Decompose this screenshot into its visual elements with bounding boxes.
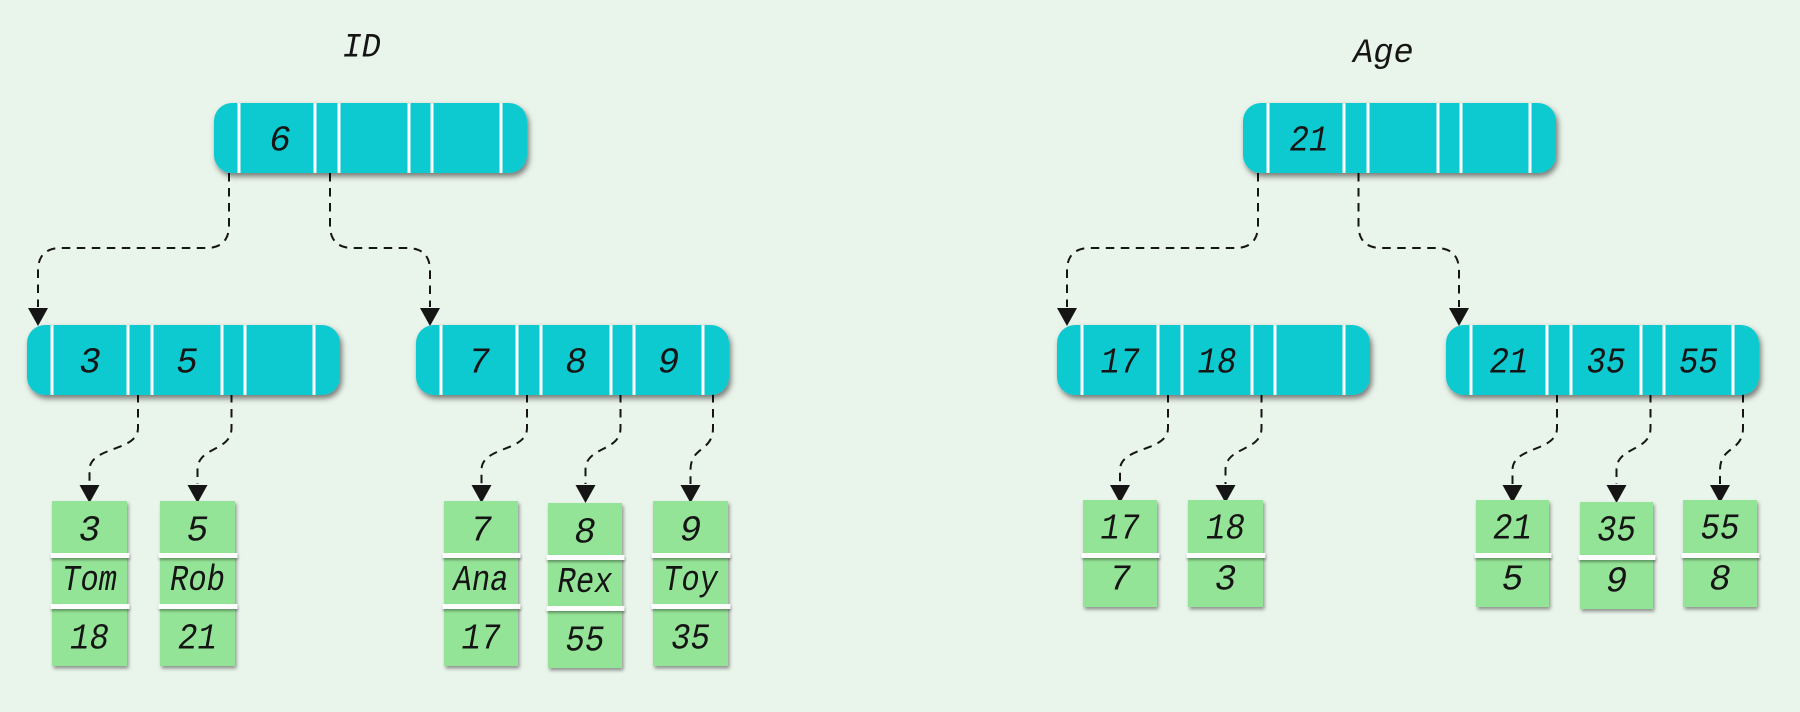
svg-text:9: 9 bbox=[658, 343, 680, 384]
svg-text:3: 3 bbox=[1215, 560, 1237, 601]
svg-text:7: 7 bbox=[468, 343, 490, 384]
svg-text:Rex: Rex bbox=[558, 562, 613, 603]
svg-text:55: 55 bbox=[1679, 343, 1718, 384]
svg-text:Ana: Ana bbox=[452, 560, 509, 601]
svg-text:8: 8 bbox=[1709, 560, 1731, 601]
svg-text:Rob: Rob bbox=[170, 560, 225, 601]
svg-text:9: 9 bbox=[1606, 562, 1628, 603]
svg-text:ID: ID bbox=[342, 29, 381, 68]
svg-text:21: 21 bbox=[1493, 509, 1532, 550]
svg-text:18: 18 bbox=[1198, 343, 1237, 384]
svg-text:21: 21 bbox=[178, 619, 217, 660]
svg-text:17: 17 bbox=[462, 619, 501, 660]
svg-text:35: 35 bbox=[1597, 511, 1636, 552]
svg-text:55: 55 bbox=[566, 621, 605, 662]
svg-text:Tom: Tom bbox=[62, 560, 117, 601]
svg-text:55: 55 bbox=[1701, 509, 1740, 550]
svg-text:17: 17 bbox=[1101, 343, 1140, 384]
svg-text:35: 35 bbox=[671, 619, 710, 660]
svg-text:3: 3 bbox=[79, 511, 101, 552]
svg-text:6: 6 bbox=[269, 121, 291, 162]
svg-text:21: 21 bbox=[1490, 343, 1529, 384]
svg-text:17: 17 bbox=[1101, 509, 1140, 550]
svg-text:7: 7 bbox=[1109, 560, 1131, 601]
svg-text:8: 8 bbox=[565, 343, 587, 384]
svg-text:9: 9 bbox=[680, 511, 702, 552]
svg-text:5: 5 bbox=[187, 511, 209, 552]
svg-text:8: 8 bbox=[574, 513, 596, 554]
svg-text:Toy: Toy bbox=[663, 560, 719, 601]
svg-text:3: 3 bbox=[79, 343, 101, 384]
svg-text:18: 18 bbox=[70, 619, 109, 660]
svg-text:5: 5 bbox=[176, 343, 198, 384]
svg-text:21: 21 bbox=[1290, 121, 1329, 162]
svg-text:5: 5 bbox=[1502, 560, 1524, 601]
svg-text:Age: Age bbox=[1351, 34, 1413, 73]
svg-text:35: 35 bbox=[1587, 343, 1626, 384]
svg-text:18: 18 bbox=[1206, 509, 1245, 550]
svg-text:7: 7 bbox=[470, 511, 492, 552]
